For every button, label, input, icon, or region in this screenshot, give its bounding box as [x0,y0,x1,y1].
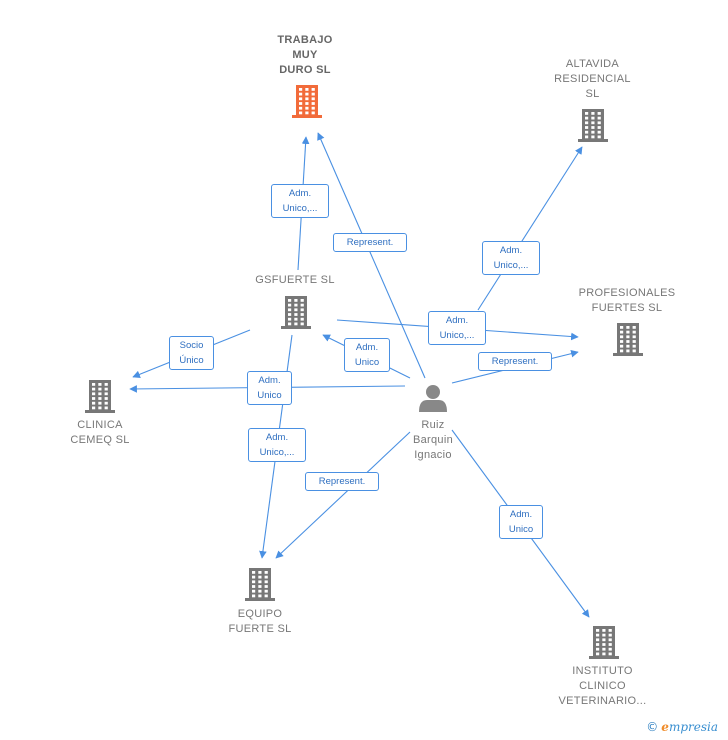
node-label-clinica[interactable]: CLINICA CEMEQ SL [70,419,130,446]
node-label-equipo[interactable]: EQUIPO FUERTE SL [228,608,292,635]
node-label-gsfuerte[interactable]: GSFUERTE SL [255,274,335,286]
edge-label-person-profesionales-rep[interactable]: Represent. [478,352,552,371]
node-label-altavida[interactable]: ALTAVIDA RESIDENCIAL SL [554,58,631,100]
building-icon[interactable] [589,626,619,659]
building-icon[interactable] [292,85,322,118]
building-icon[interactable] [281,296,311,329]
node-label-trabajo[interactable]: TRABAJO MUY DURO SL [277,34,333,76]
edge-label-person-clinica[interactable]: Adm. Unico [247,371,292,405]
edge-person-altavida[interactable] [477,146,583,311]
node-label-instituto[interactable]: INSTITUTO CLINICO VETERINARIO... [558,665,647,707]
edge-person-equipo[interactable] [275,431,411,559]
edge-label-gs-trabajo[interactable]: Adm. Unico,... [271,184,329,218]
copyright-icon: © [646,720,659,734]
brand-initial: e [661,720,669,734]
edge-label-person-instituto[interactable]: Adm. Unico [499,505,543,539]
edge-label-person-profesionales-adm[interactable]: Adm. Unico,... [428,311,486,345]
node-label-person[interactable]: Ruiz Barquin Ignacio [412,419,453,461]
edge-label-person-trabajo[interactable]: Represent. [333,233,407,252]
edge-label-gs-clinica[interactable]: Socio Único [169,336,214,370]
edge-label-gs-equipo[interactable]: Adm. Unico,... [248,428,306,462]
building-icon[interactable] [613,323,643,356]
brand-name: mpresia [668,720,718,734]
edge-label-person-gs[interactable]: Adm. Unico [344,338,390,372]
icons-layer [85,85,643,659]
edge-label-person-altavida[interactable]: Adm. Unico,... [482,241,540,275]
empresia-logo[interactable]: ©empresia [646,720,718,734]
building-icon[interactable] [85,380,115,413]
node-label-profesionales[interactable]: PROFESIONALES FUERTES SL [578,287,676,314]
building-icon[interactable] [245,568,275,601]
edges-layer [129,132,590,618]
edge-person-trabajo[interactable] [317,132,426,379]
building-icon[interactable] [578,109,608,142]
person-icon[interactable] [419,385,447,412]
edge-label-person-equipo[interactable]: Represent. [305,472,379,491]
